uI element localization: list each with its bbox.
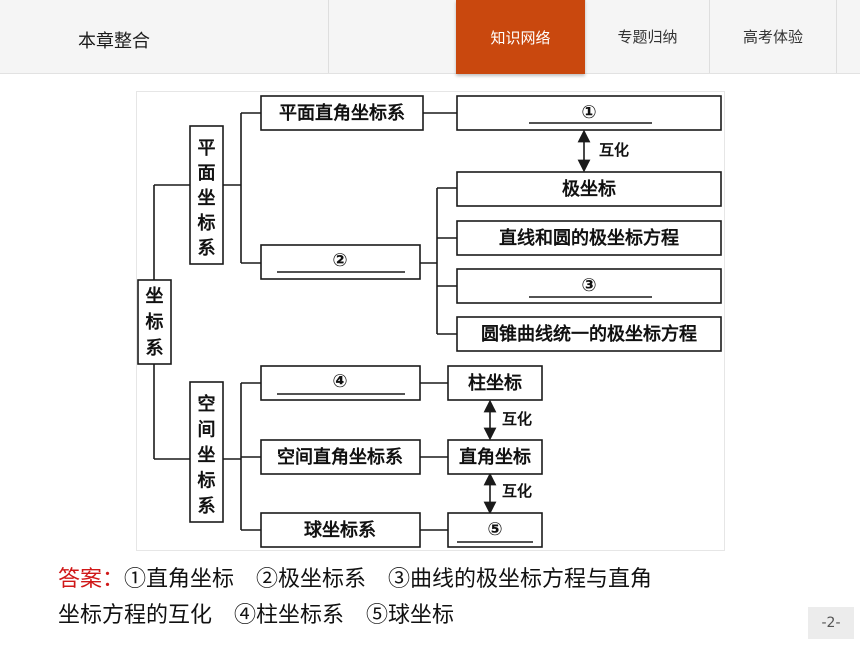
blank-1-node: ① xyxy=(456,95,722,131)
tab-topic-summary[interactable]: 专题归纳 xyxy=(617,28,678,46)
spherical-node: 球坐标系 xyxy=(260,512,421,548)
answer-5: ⑤球坐标 xyxy=(366,603,455,628)
answer-3: ③曲线的极坐标方程与直角 xyxy=(388,567,653,592)
cylindrical-label: 柱坐标 xyxy=(468,372,522,394)
spherical-label: 球坐标系 xyxy=(304,519,376,541)
blank-4-label: ④ xyxy=(332,371,347,392)
plane-branch-node xyxy=(189,125,224,265)
answer-2: ②极坐标系 xyxy=(256,567,367,592)
mutual-label-3: 互化 xyxy=(502,482,532,500)
plane-branch-char: 标 xyxy=(197,212,216,234)
blank-3-label: ③ xyxy=(581,275,596,296)
answer-text: 答案：①直角坐标 ②极坐标系 ③曲线的极坐标方程与直角 坐标方程的互化 ④柱坐标系 ⑤球… xyxy=(58,562,818,634)
answer-1: ①直角坐标 xyxy=(124,567,235,592)
blank-3-node: ③ xyxy=(456,268,722,304)
chapter-title: 本章整合 xyxy=(78,31,150,52)
plane-branch-char: 面 xyxy=(198,163,216,184)
space-branch-char: 坐 xyxy=(198,445,216,466)
blank-1-label: ① xyxy=(581,102,596,123)
header-divider xyxy=(328,0,329,73)
plane-branch-char: 系 xyxy=(198,238,216,259)
header-divider xyxy=(585,0,586,73)
space-branch-node xyxy=(189,381,224,523)
page-number: -2- xyxy=(808,607,854,639)
cartesian-label: 直角坐标 xyxy=(459,446,531,468)
space-branch-char: 标 xyxy=(197,470,216,492)
answer-3-cont: 坐标方程的互化 xyxy=(58,603,213,628)
space-branch-char: 间 xyxy=(198,420,216,441)
answer-prefix: 答案： xyxy=(58,567,125,592)
tab-exam-experience[interactable]: 高考体验 xyxy=(742,28,803,46)
mutual-label-1: 互化 xyxy=(599,141,629,159)
answer-4: ④柱坐标系 xyxy=(234,603,345,628)
root-node: 坐 标 系 xyxy=(137,279,172,365)
conic-polar-label: 圆锥曲线统一的极坐标方程 xyxy=(481,323,697,345)
blank-2-node: ② xyxy=(260,244,421,280)
blank-5-node: ⑤ xyxy=(447,512,543,548)
root-char: 标 xyxy=(145,311,164,333)
blank-2-label: ② xyxy=(332,250,347,271)
space-branch-char: 系 xyxy=(198,496,216,517)
blank-5-label: ⑤ xyxy=(487,519,502,540)
plane-cartesian-label: 平面直角坐标系 xyxy=(279,102,405,124)
tab-knowledge-network[interactable]: 知识网络 xyxy=(456,0,585,74)
blank-4-node: ④ xyxy=(260,365,421,401)
polar-label: 极坐标 xyxy=(562,178,616,200)
line-circle-polar-label: 直线和圆的极坐标方程 xyxy=(499,227,679,249)
polar-node: 极坐标 xyxy=(456,171,722,207)
plane-branch-char: 平 xyxy=(198,138,216,159)
cartesian-node: 直角坐标 xyxy=(447,439,543,475)
cylindrical-node: 柱坐标 xyxy=(447,365,543,401)
connector-lines xyxy=(153,112,591,531)
plane-branch-char: 坐 xyxy=(198,188,216,209)
line-circle-polar-node: 直线和圆的极坐标方程 xyxy=(456,220,722,256)
knowledge-network-diagram: 坐 标 系 平面坐标系 空间坐标系 平面直角坐标系 ① 互化 ② xyxy=(136,91,725,551)
root-char: 系 xyxy=(146,338,164,359)
conic-polar-node: 圆锥曲线统一的极坐标方程 xyxy=(456,316,722,352)
header-divider xyxy=(709,0,710,73)
header-divider xyxy=(836,0,837,73)
root-char: 坐 xyxy=(146,286,164,307)
header-bar: 本章整合 知识网络 专题归纳 高考体验 xyxy=(0,0,860,74)
space-branch-char: 空 xyxy=(198,393,216,415)
plane-cartesian-node: 平面直角坐标系 xyxy=(260,95,424,131)
space-cartesian-node: 空间直角坐标系 xyxy=(260,439,421,475)
space-cartesian-label: 空间直角坐标系 xyxy=(277,446,403,468)
mutual-label-2: 互化 xyxy=(502,410,532,428)
